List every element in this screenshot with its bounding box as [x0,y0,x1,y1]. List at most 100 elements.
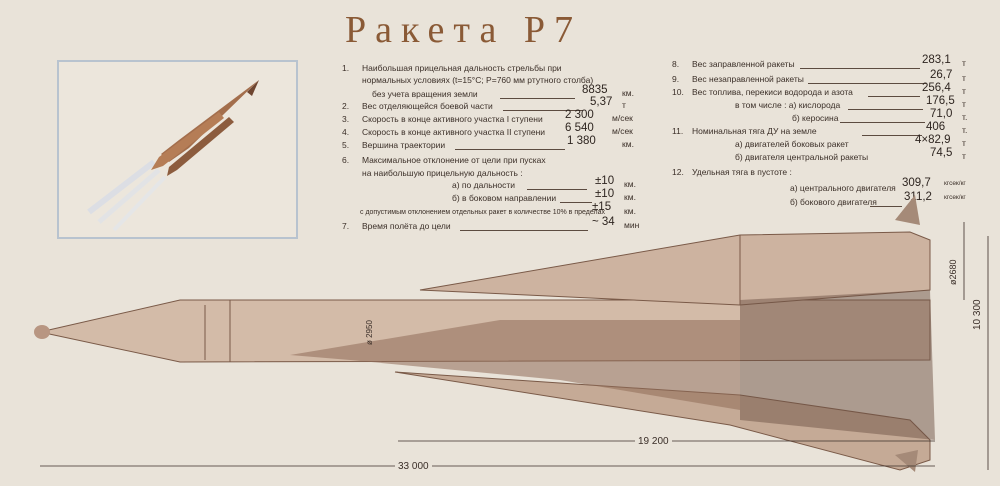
spec-unit: т. [962,112,968,122]
leader-line [800,68,920,69]
side-diameter-label: ø2680 [948,259,958,285]
spec-label: нормальных условиях (t=15°C; P=760 мм рт… [362,75,594,85]
rocket-flight-illustration [57,60,298,239]
spec-value: ±10 [595,175,615,187]
lower-fin [895,450,918,472]
leader-line [500,98,575,99]
spec-label: б) бокового двигателя [790,197,877,207]
spec-number: 3. [342,114,350,124]
spec-unit: кгсек/кг [944,180,966,187]
spec-unit: т [962,138,966,148]
leader-line [840,122,925,123]
spec-label: б) керосина [792,113,839,123]
spec-value: 1 380 [567,135,596,147]
spec-label: б) двигателя центральной ракеты [735,152,869,162]
spec-value: 4×82,9 [915,134,951,146]
cutaway-section [290,320,740,410]
upper-fin [895,195,920,225]
spec-number: 1. [342,63,350,73]
spec-unit: т [622,100,626,110]
leader-line [460,230,588,231]
spec-label: Вес незаправленной ракеты [692,74,804,84]
spec-label: Вес заправленной ракеты [692,59,795,69]
spec-unit: т [962,73,966,83]
spec-unit: кгсек/кг [944,194,966,201]
spec-unit: м/сек [612,113,633,123]
spec-value: 309,7 [902,177,931,189]
engine-block [740,290,935,440]
leader-line [862,135,922,136]
span-label: 10 300 [972,299,983,330]
leader-line [848,109,923,110]
spec-label: Наибольшая прицельная дальность стрельбы… [362,63,562,73]
spec-label: в том числе : а) кислорода [735,100,841,110]
core-diameter-label: ø 2950 [365,320,374,345]
side-length-label: 19 200 [635,436,672,447]
spec-value: 406 [926,121,946,133]
spec-label: без учета вращения земли [372,89,478,99]
leader-line [560,202,592,203]
spec-unit: км. [624,206,636,216]
spec-label: Удельная тяга в пустоте : [692,167,792,177]
spec-unit: км. [624,179,636,189]
spec-value: 71,0 [930,108,953,120]
spec-number: 4. [342,127,350,137]
spec-value: 74,5 [930,147,953,159]
total-length-label: 33 000 [395,461,432,472]
spec-unit: т [962,99,966,109]
spec-label: а) по дальности [452,180,515,190]
spec-number: 2. [342,101,350,111]
leader-line [808,83,926,84]
spec-value: 256,4 [922,82,951,94]
spec-label: Время полёта до цели [362,221,451,231]
nose-tip [34,325,50,339]
spec-unit: мин [624,220,640,230]
spec-unit: м/сек [612,126,633,136]
spec-label: Максимальное отклонение от цели при пуск… [362,155,546,165]
spec-value: 2 300 [565,109,594,121]
page-title: Ракета Р7 [345,9,582,51]
spec-number: 8. [672,59,680,69]
spec-unit: т [962,86,966,96]
leader-line [868,96,920,97]
spec-value: 8835 [582,84,608,96]
spec-unit: т [962,151,966,161]
spec-label: а) центрального двигателя [790,183,896,193]
spec-label: б) в боковом направлении [452,193,557,203]
spec-value: ±10 [595,188,615,200]
spec-unit: т. [962,125,968,135]
spec-label: на наибольшую прицельную дальность : [362,168,523,178]
rocket-flight-drawing [87,80,259,232]
spec-number: 11. [672,126,684,136]
spec-value: 311,2 [904,191,932,203]
leader-line [455,149,565,150]
spec-number: 5. [342,140,350,150]
spec-unit: т [962,58,966,68]
spec-value: 5,37 [590,96,613,108]
leader-line [527,189,587,190]
spec-value: ~ 34 [592,216,615,228]
spec-label: с допустимым отклонением отдельных ракет… [360,209,605,216]
spec-value: 176,5 [926,95,955,107]
spec-label: Вес топлива, перекиси водорода и азота [692,87,853,97]
spec-number: 10. [672,87,684,97]
spec-label: Вершина траектории [362,140,446,150]
spec-label: Скорость в конце активного участка II ст… [362,127,546,137]
spec-number: 6. [342,155,350,165]
spec-label: Скорость в конце активного участка I сту… [362,114,543,124]
spec-value: ±15 [592,201,612,213]
spec-unit: км. [622,139,634,149]
spec-number: 9. [672,74,680,84]
spec-value: 283,1 [922,54,951,66]
spec-unit: км. [624,192,636,202]
spec-number: 7. [342,221,350,231]
spec-label: Вес отделяющейся боевой части [362,101,493,111]
leader-line [503,110,583,111]
spec-unit: км. [622,88,634,98]
spec-value: 26,7 [930,69,953,81]
spec-number: 12. [672,167,684,177]
spec-value: 6 540 [565,122,594,134]
spec-label: Номинальная тяга ДУ на земле [692,126,817,136]
spec-label: а) двигателей боковых ракет [735,139,849,149]
